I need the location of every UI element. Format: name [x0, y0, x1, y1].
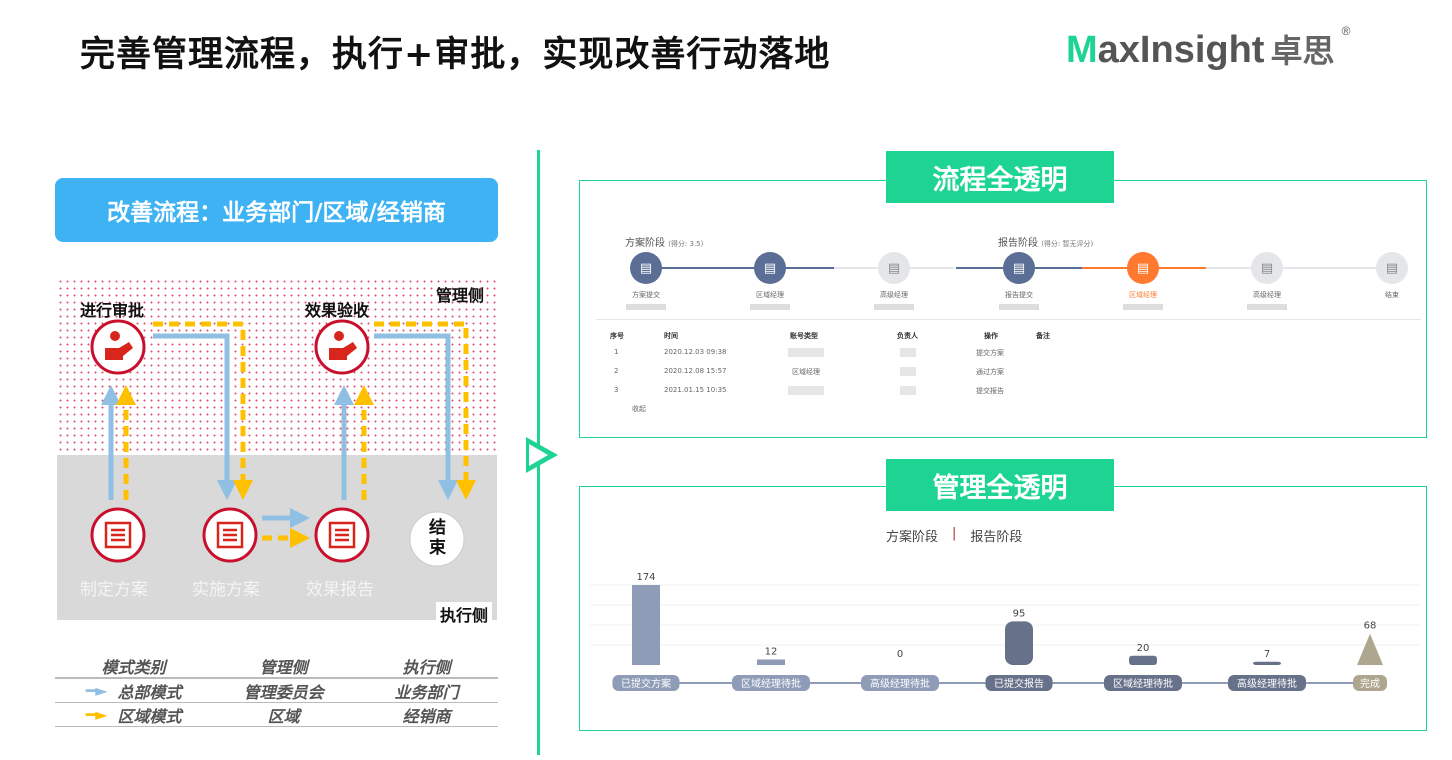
category-label: 高级经理待批 [870, 677, 930, 690]
clipboard-icon: ▤ [1003, 252, 1035, 284]
step-label: 实施方案 [192, 580, 260, 600]
category-label: 高级经理待批 [1237, 677, 1297, 690]
data-label: 0 [897, 649, 903, 660]
chart-bar [1129, 655, 1157, 665]
process-banner: 改善流程：业务部门/区域/经销商 [55, 178, 498, 242]
yellow-arrow-icon: ━► [85, 705, 108, 724]
clipboard-icon: ▤ [754, 252, 786, 284]
tab-report-stage[interactable]: 报告阶段 [970, 530, 1023, 545]
mgmt-side-label: 管理侧 [436, 286, 485, 305]
table-action: 提交方案 [976, 349, 1004, 357]
table-header: 备注 [1036, 332, 1050, 340]
process-step[interactable]: ▤区域经理 [720, 252, 820, 310]
process-step[interactable]: ▤区域经理 [1093, 252, 1193, 310]
clipboard-icon: ▤ [1376, 252, 1408, 284]
data-label: 7 [1264, 649, 1270, 660]
collapse-link[interactable]: 收起 [632, 405, 646, 413]
process-step[interactable]: ▤结束 [1342, 252, 1442, 300]
category-pill: 高级经理待批 [861, 675, 939, 691]
end-label: 结束 [429, 518, 446, 558]
funnel-chart: 174 已提交方案 12 区域经理待批 0 高级经理待批 95 已提交报告 20 区域经理待批 7 高… [590, 572, 1420, 691]
process-step[interactable]: ▤方案提交 [596, 252, 696, 310]
table-action: 提交报告 [976, 387, 1004, 395]
clipboard-icon: ▤ [878, 252, 910, 284]
end-node [409, 511, 465, 567]
table-header: 序号 [610, 332, 624, 340]
stage-plan: 方案阶段 (得分: 3.5) [625, 238, 704, 249]
clipboard-icon: ▤ [1251, 252, 1283, 284]
clipboard-icon: ▤ [630, 252, 662, 284]
data-label: 174 [636, 572, 655, 583]
process-step[interactable]: ▤高级经理 [1217, 252, 1317, 310]
process-step[interactable]: ▤报告提交 [969, 252, 1069, 310]
legend-table: 模式类别管理侧执行侧 ━►总部模式管理委员会业务部门 ━►区域模式区域经销商 [55, 655, 498, 727]
category-label: 已提交报告 [994, 677, 1044, 690]
category-label: 已提交方案 [621, 677, 671, 690]
data-label: 95 [1013, 608, 1026, 619]
clipboard-icon: ▤ [1127, 252, 1159, 284]
stage-report: 报告阶段 (得分: 暂无评分) [998, 238, 1094, 249]
approver-icon [314, 319, 370, 375]
step-label: 制定方案 [80, 580, 148, 600]
data-label: 68 [1364, 621, 1377, 632]
approver-icon [90, 319, 146, 375]
clipboard-icon [90, 507, 370, 563]
category-pill: 区域经理待批 [1104, 675, 1182, 691]
chart-bar [1253, 661, 1281, 665]
table-header: 操作 [984, 332, 998, 340]
table-header: 账号类型 [790, 332, 818, 340]
chart-bar [1005, 621, 1033, 665]
tab-plan-stage[interactable]: 方案阶段 [886, 530, 939, 545]
category-pill: 完成 [1353, 675, 1387, 691]
chart-bar [1357, 633, 1383, 665]
category-pill: 高级经理待批 [1228, 675, 1306, 691]
chart-bar [632, 585, 660, 665]
data-label: 12 [765, 646, 778, 657]
process-badge: 流程全透明 [886, 151, 1114, 203]
category-pill: 已提交报告 [985, 675, 1053, 691]
data-label: 20 [1137, 643, 1150, 654]
chart-bar [757, 659, 785, 665]
table-header: 负责人 [897, 332, 918, 340]
process-step[interactable]: ▤高级经理 [844, 252, 944, 310]
arrow-right-icon [526, 437, 558, 473]
step-label: 效果报告 [306, 580, 374, 600]
blue-arrow-icon: ━► [85, 681, 108, 700]
table-header: 时间 [664, 332, 678, 340]
category-pill: 已提交方案 [612, 675, 680, 691]
page-title: 完善管理流程，执行+审批，实现改善行动落地 [80, 35, 831, 75]
flow-diagram [90, 319, 476, 567]
exec-side-label: 执行侧 [436, 602, 493, 626]
accept-label: 效果验收 [305, 301, 370, 320]
category-pill: 区域经理待批 [732, 675, 810, 691]
mgmt-badge: 管理全透明 [886, 459, 1114, 511]
category-label: 完成 [1360, 677, 1380, 690]
category-label: 区域经理待批 [741, 677, 801, 690]
approve-label: 进行审批 [80, 301, 145, 320]
category-label: 区域经理待批 [1113, 677, 1173, 690]
table-action: 通过方案 [976, 368, 1004, 376]
